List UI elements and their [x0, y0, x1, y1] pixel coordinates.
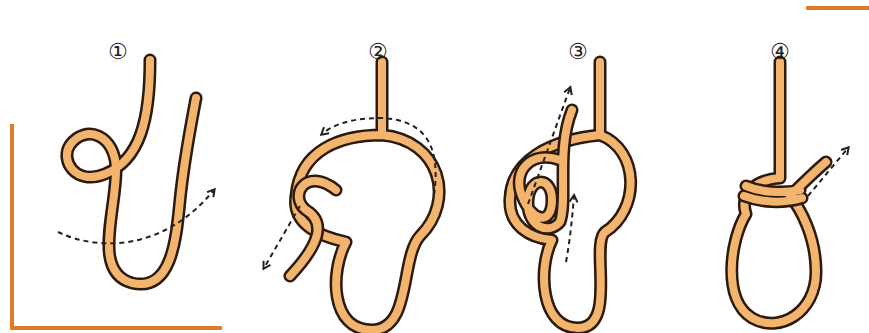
motion-arrow	[322, 118, 436, 195]
motion-arrow	[528, 88, 570, 204]
rope-step-3	[510, 62, 631, 328]
motion-arrow	[58, 190, 214, 243]
rope-step-1	[67, 60, 196, 284]
corner-bracket	[12, 124, 222, 328]
motion-arrow	[264, 206, 300, 268]
rope-step-4	[732, 62, 826, 323]
step-number: ①	[108, 41, 128, 63]
step-number: ④	[770, 41, 790, 63]
step-number: ③	[568, 41, 588, 63]
motion-arrow	[808, 148, 848, 196]
motion-arrow	[566, 196, 574, 262]
corner-line	[806, 6, 869, 10]
step-number: ②	[368, 41, 388, 63]
rope-step-2	[290, 62, 439, 330]
